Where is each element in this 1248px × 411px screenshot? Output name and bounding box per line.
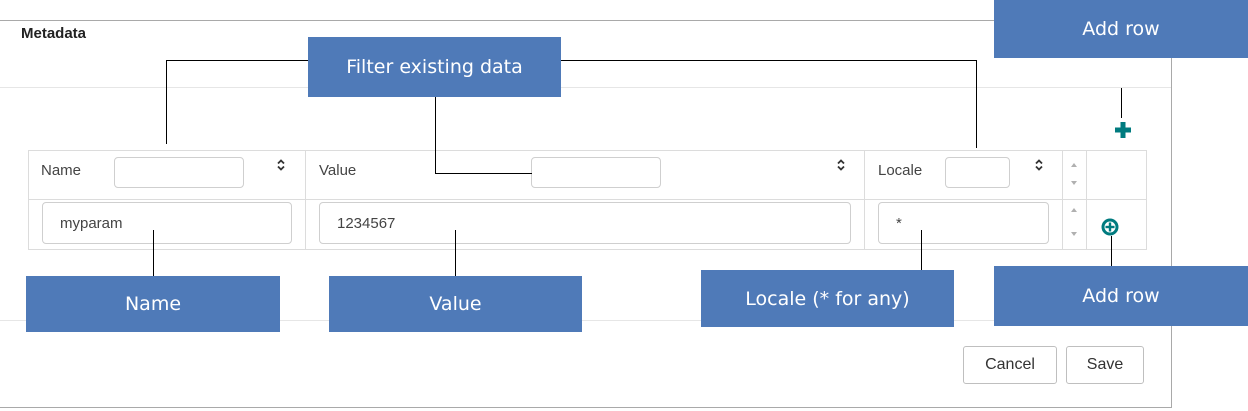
row-locale-input[interactable] [878,202,1049,244]
leader-line [1121,88,1122,118]
leader-line [166,60,167,144]
leader-line [166,60,308,61]
locale-sort-icon[interactable] [1034,158,1044,172]
save-button[interactable]: Save [1066,346,1144,384]
header-divider [0,87,1171,88]
callout-name: Name [26,276,280,332]
leader-line [921,230,922,270]
leader-line [455,230,456,276]
column-header-value: Value [319,162,357,179]
footer-divider [0,320,1171,321]
table-row-divider [28,199,1147,200]
column-header-name: Name [41,162,82,179]
add-row-plus-icon[interactable] [1114,121,1132,139]
name-filter-input[interactable] [114,157,244,188]
name-sort-icon[interactable] [276,158,286,172]
leader-line [976,60,977,148]
cancel-button[interactable]: Cancel [963,346,1057,384]
dialog-title: Metadata [21,25,87,42]
callout-add-row-bottom: Add row [994,266,1248,326]
value-filter-input[interactable] [531,157,661,188]
leader-line [435,97,436,173]
value-sort-icon[interactable] [836,158,846,172]
column-header-locale: Locale [878,162,923,179]
row-scroll-arrows-icon[interactable] [1069,204,1079,240]
callout-filter: Filter existing data [308,37,561,97]
add-row-circle-icon[interactable] [1101,218,1119,236]
metadata-table [28,150,1147,250]
leader-line [561,60,976,61]
leader-line [1111,236,1112,266]
callout-locale: Locale (* for any) [701,270,954,327]
leader-line [153,230,154,276]
header-scroll-arrows-icon[interactable] [1069,159,1079,189]
locale-filter-input[interactable] [945,157,1010,188]
callout-add-row-top: Add row [994,0,1248,58]
row-value-input[interactable] [319,202,851,244]
callout-value: Value [329,276,582,332]
leader-line [435,173,532,174]
row-name-input[interactable] [42,202,292,244]
